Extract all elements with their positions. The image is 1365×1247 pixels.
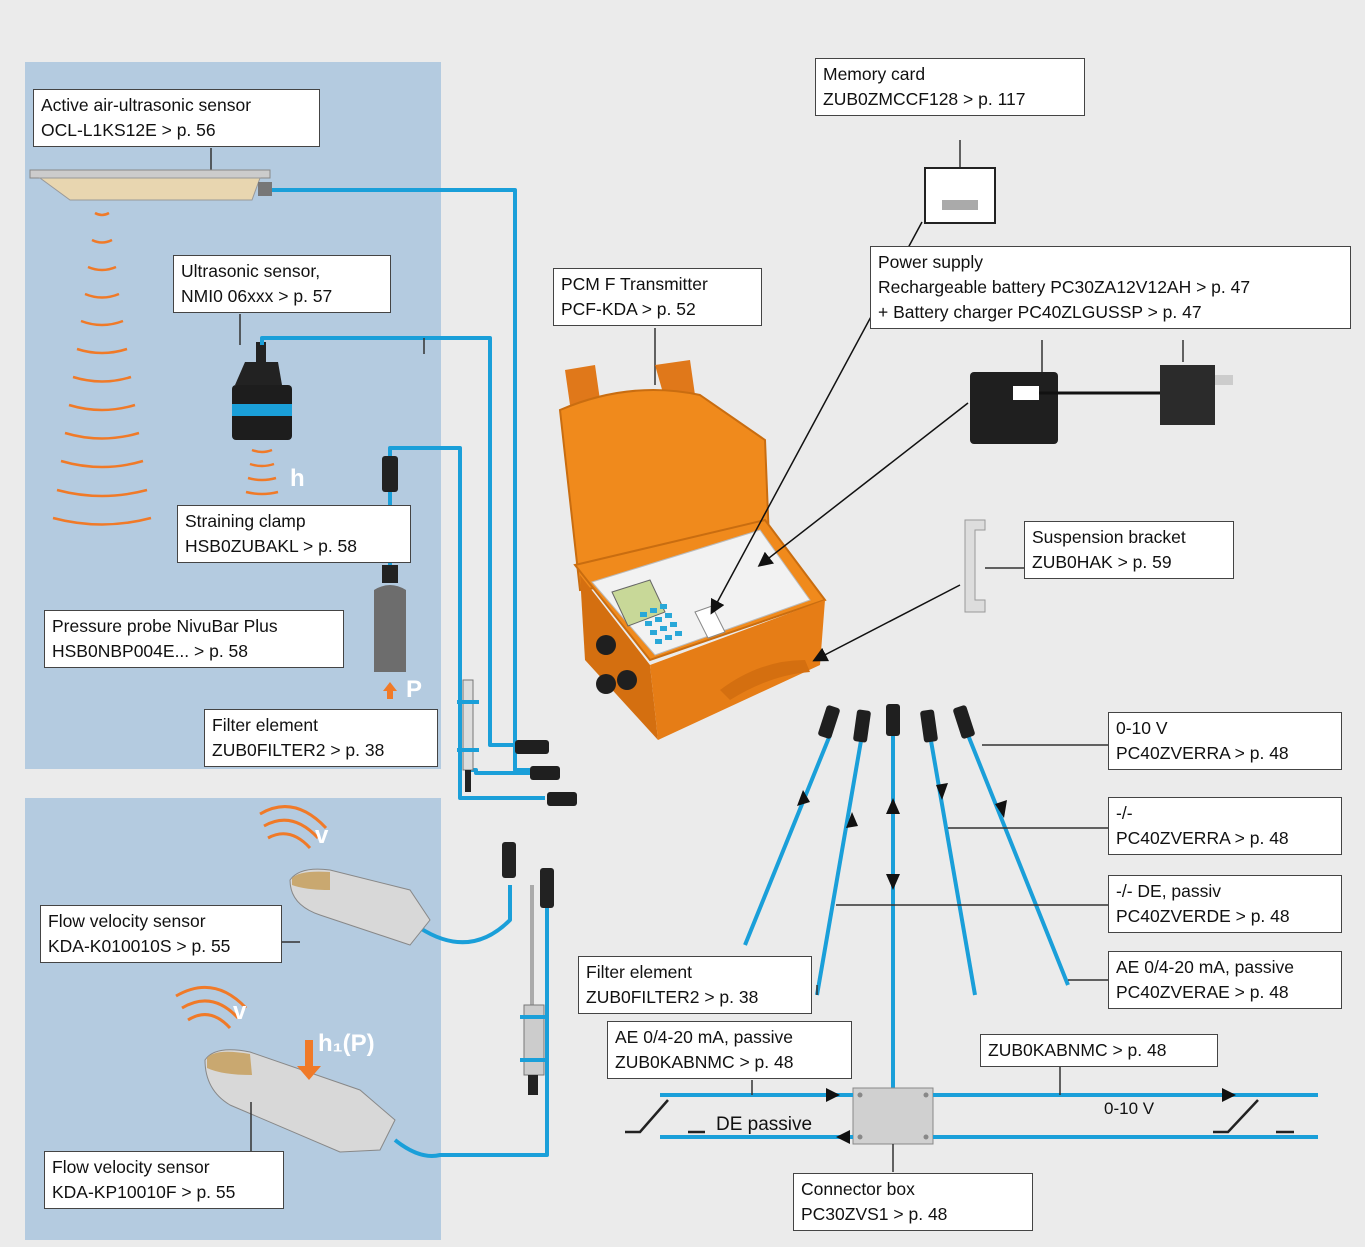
ocl-sensor-label: Active air-ultrasonic sensor OCL-L1KS12E… bbox=[33, 89, 320, 147]
flow-sensor-1-label: Flow velocity sensor KDA-K010010S > p. 5… bbox=[40, 905, 282, 963]
ae-cable-label-line2: ZUB0KABNMC > p. 48 bbox=[615, 1052, 794, 1072]
suspension-bracket bbox=[964, 519, 1024, 613]
ocl-sensor-label-line1: Active air-ultrasonic sensor bbox=[41, 95, 252, 115]
nmi-sensor-label-line1: Ultrasonic sensor, bbox=[181, 261, 321, 281]
nmi-sound-waves bbox=[245, 448, 279, 496]
kda-sensor-2-waves bbox=[175, 985, 248, 1030]
power-supply-label-line1: Power supply bbox=[878, 252, 984, 272]
nmi-sensor-label: Ultrasonic sensor, NMI0 06xxx > p. 57 bbox=[173, 255, 391, 313]
pressure-probe-label-line1: Pressure probe NivuBar Plus bbox=[52, 616, 278, 636]
filter-element-top-label-line1: Filter element bbox=[212, 715, 319, 735]
flow-sensor-1-label-line1: Flow velocity sensor bbox=[48, 911, 206, 931]
ae-cable-label-line1: AE 0/4-20 mA, passive bbox=[615, 1027, 793, 1047]
kda-sensor-1 bbox=[289, 868, 431, 946]
pressure-probe bbox=[374, 456, 406, 699]
suspension-bracket-label-line1: Suspension bracket bbox=[1032, 527, 1186, 547]
memory-card bbox=[924, 140, 996, 224]
filter-element-top-label-line2: ZUB0FILTER2 > p. 38 bbox=[212, 740, 385, 760]
connector-box bbox=[852, 1087, 934, 1172]
filter-element-bottom-label-line2: ZUB0FILTER2 > p. 38 bbox=[586, 987, 759, 1007]
ocl-sensor bbox=[29, 148, 272, 201]
output-ae-passive-label-line2: PC40ZVERAE > p. 48 bbox=[1116, 982, 1289, 1002]
nmi-sensor-label-line2: NMI0 06xxx > p. 57 bbox=[181, 286, 333, 306]
straining-clamp-label: Straining clamp HSB0ZUBAKL > p. 58 bbox=[177, 505, 411, 563]
output-0-10v-label-line2: PC40ZVERRA > p. 48 bbox=[1116, 743, 1289, 763]
kda-sensor-2 bbox=[204, 1040, 396, 1153]
level-h1p-tag: h₁(P) bbox=[318, 1030, 375, 1057]
power-supply-label-line3: + Battery charger PC40ZLGUSSP > p. 47 bbox=[878, 302, 1202, 322]
output-ae-passive-label: AE 0/4-20 mA, passive PC40ZVERAE > p. 48 bbox=[1108, 951, 1342, 1009]
velocity-v-tag-2: v bbox=[233, 998, 247, 1025]
pressure-p-tag: P bbox=[406, 676, 423, 703]
pressure-probe-label-line2: HSB0NBP004E... > p. 58 bbox=[52, 641, 249, 661]
pcm-transmitter bbox=[558, 328, 827, 740]
output-leader-lines bbox=[816, 744, 1108, 995]
connector-lines bbox=[660, 1093, 1318, 1139]
connector-direction-arrows bbox=[826, 1088, 1236, 1144]
de-passive-text: DE passive bbox=[716, 1114, 813, 1135]
power-supply-label: Power supply Rechargeable battery PC30ZA… bbox=[870, 246, 1351, 329]
connector-box-label-line1: Connector box bbox=[801, 1179, 915, 1199]
filter-element-bottom-label-line1: Filter element bbox=[586, 962, 693, 982]
output-relay-label-line1: -/- bbox=[1116, 803, 1133, 823]
output-cables bbox=[743, 734, 1070, 1090]
connector-box-label-line2: PC30ZVS1 > p. 48 bbox=[801, 1204, 948, 1224]
flow-sensor-2-label: Flow velocity sensor KDA-KP10010F > p. 5… bbox=[44, 1151, 284, 1209]
flow-sensor-1-label-line2: KDA-K010010S > p. 55 bbox=[48, 936, 231, 956]
output-relay-label-line2: PC40ZVERRA > p. 48 bbox=[1116, 828, 1289, 848]
ocl-sound-waves bbox=[52, 211, 152, 526]
connector-box-label: Connector box PC30ZVS1 > p. 48 bbox=[793, 1173, 1033, 1231]
output-de-passive-label: -/- DE, passiv PC40ZVERDE > p. 48 bbox=[1108, 875, 1342, 933]
power-supply-label-line2: Rechargeable battery PC30ZA12V12AH > p. … bbox=[878, 277, 1251, 297]
output-relay-label: -/- PC40ZVERRA > p. 48 bbox=[1108, 797, 1342, 855]
flow-sensor-2-label-line2: KDA-KP10010F > p. 55 bbox=[52, 1182, 236, 1202]
filter-element-top bbox=[457, 679, 479, 792]
kabnmc-label: ZUB0KABNMC > p. 48 bbox=[980, 1034, 1218, 1067]
pcm-transmitter-label-line1: PCM F Transmitter bbox=[561, 274, 708, 294]
output-direction-arrows bbox=[797, 783, 1007, 890]
sensor-cables bbox=[260, 188, 549, 1158]
memory-card-label-line1: Memory card bbox=[823, 64, 926, 84]
pressure-probe-label: Pressure probe NivuBar Plus HSB0NBP004E.… bbox=[44, 610, 344, 668]
output-ae-passive-label-line1: AE 0/4-20 mA, passive bbox=[1116, 957, 1294, 977]
straining-clamp-label-line2: HSB0ZUBAKL > p. 58 bbox=[185, 536, 358, 556]
pcm-transmitter-label: PCM F Transmitter PCF-KDA > p. 52 bbox=[553, 268, 762, 326]
output-0-10v-label-line1: 0-10 V bbox=[1116, 718, 1168, 738]
output-plugs bbox=[818, 704, 975, 743]
level-h-tag: h bbox=[290, 465, 305, 492]
output-0-10v-label: 0-10 V PC40ZVERRA > p. 48 bbox=[1108, 712, 1342, 770]
velocity-v-tag-1: v bbox=[315, 822, 329, 849]
nmi-sensor bbox=[232, 314, 292, 440]
memory-card-label: Memory card ZUB0ZMCCF128 > p. 117 bbox=[815, 58, 1085, 116]
filter-element-top-label: Filter element ZUB0FILTER2 > p. 38 bbox=[204, 709, 438, 767]
kda-sensor-1-waves bbox=[259, 805, 328, 850]
zero-ten-volt-text: 0-10 V bbox=[1104, 1099, 1155, 1118]
suspension-bracket-label: Suspension bracket ZUB0HAK > p. 59 bbox=[1024, 521, 1234, 579]
ocl-sensor-label-line2: OCL-L1KS12E > p. 56 bbox=[41, 120, 216, 140]
battery-charger bbox=[970, 340, 1233, 444]
switch-symbols bbox=[625, 1099, 1294, 1134]
cable-plugs-top bbox=[515, 740, 577, 806]
connector-leader-lines bbox=[751, 1067, 1061, 1095]
output-de-passive-label-line1: -/- DE, passiv bbox=[1116, 881, 1222, 901]
pcm-transmitter-label-line2: PCF-KDA > p. 52 bbox=[561, 299, 696, 319]
kabnmc-label-line1: ZUB0KABNMC > p. 48 bbox=[988, 1040, 1167, 1060]
straining-clamp-label-line1: Straining clamp bbox=[185, 511, 306, 531]
filter-element-bottom bbox=[502, 842, 554, 1095]
ae-cable-label: AE 0/4-20 mA, passive ZUB0KABNMC > p. 48 bbox=[607, 1021, 852, 1079]
filter-element-bottom-label: Filter element ZUB0FILTER2 > p. 38 bbox=[578, 956, 812, 1014]
flow-sensor-2-label-line1: Flow velocity sensor bbox=[52, 1157, 210, 1177]
memory-card-label-line2: ZUB0ZMCCF128 > p. 117 bbox=[823, 89, 1026, 109]
suspension-bracket-label-line2: ZUB0HAK > p. 59 bbox=[1032, 552, 1172, 572]
output-de-passive-label-line2: PC40ZVERDE > p. 48 bbox=[1116, 906, 1290, 926]
